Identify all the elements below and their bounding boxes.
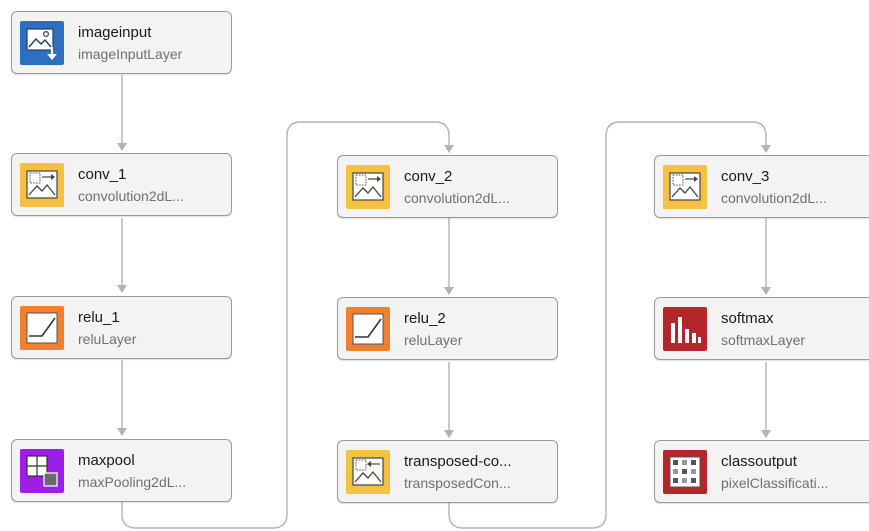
maxpool-icon [20, 449, 64, 493]
layer-type: imageInputLayer [78, 46, 183, 62]
layer-node-relu_1[interactable]: relu_1 reluLayer [11, 296, 232, 359]
arrowhead [444, 145, 454, 153]
layer-node-imageinput[interactable]: imageinput imageInputLayer [11, 11, 232, 74]
layer-type: reluLayer [78, 331, 137, 347]
layer-node-classoutput[interactable]: classoutput pixelClassificati... [654, 440, 869, 503]
layer-name: transposed-co... [404, 453, 512, 470]
layer-name: classoutput [721, 453, 797, 470]
layer-type: convolution2dL... [721, 190, 827, 206]
softmax-icon [663, 307, 707, 351]
layer-name: conv_3 [721, 168, 770, 185]
arrowhead [117, 285, 127, 293]
classification-output-icon [663, 450, 707, 494]
layer-name: maxpool [78, 452, 135, 469]
convolution-icon [663, 165, 707, 209]
arrowhead [444, 287, 454, 295]
layer-node-conv_3[interactable]: conv_3 convolution2dL... [654, 155, 869, 218]
layer-type: pixelClassificati... [721, 475, 829, 491]
layer-name: relu_1 [78, 309, 120, 326]
layer-type: convolution2dL... [78, 188, 184, 204]
convolution-icon [20, 163, 64, 207]
arrowhead [761, 145, 771, 153]
convolution-icon [346, 165, 390, 209]
transposed-convolution-icon [346, 450, 390, 494]
relu-icon [346, 307, 390, 351]
layer-type: softmaxLayer [721, 332, 806, 348]
layer-node-relu_2[interactable]: relu_2 reluLayer [337, 297, 558, 360]
image-input-icon [20, 21, 64, 65]
layer-name: relu_2 [404, 310, 446, 327]
layer-type: reluLayer [404, 332, 463, 348]
layer-name: imageinput [78, 24, 152, 41]
layer-name: conv_2 [404, 168, 453, 185]
layer-node-maxpool[interactable]: maxpool maxPooling2dL... [11, 439, 232, 502]
arrowhead [761, 287, 771, 295]
layer-name: softmax [721, 310, 774, 327]
layer-node-transposed-conv[interactable]: transposed-co... transposedCon... [337, 440, 558, 503]
arrowhead [761, 430, 771, 438]
layer-node-conv_1[interactable]: conv_1 convolution2dL... [11, 153, 232, 216]
arrowhead [117, 143, 127, 151]
layer-type: transposedCon... [404, 475, 511, 491]
layer-type: convolution2dL... [404, 190, 510, 206]
layer-node-softmax[interactable]: softmax softmaxLayer [654, 297, 869, 360]
layer-node-conv_2[interactable]: conv_2 convolution2dL... [337, 155, 558, 218]
arrowhead [444, 430, 454, 438]
layer-type: maxPooling2dL... [78, 474, 187, 490]
layer-name: conv_1 [78, 166, 127, 183]
relu-icon [20, 306, 64, 350]
arrowhead [117, 428, 127, 436]
